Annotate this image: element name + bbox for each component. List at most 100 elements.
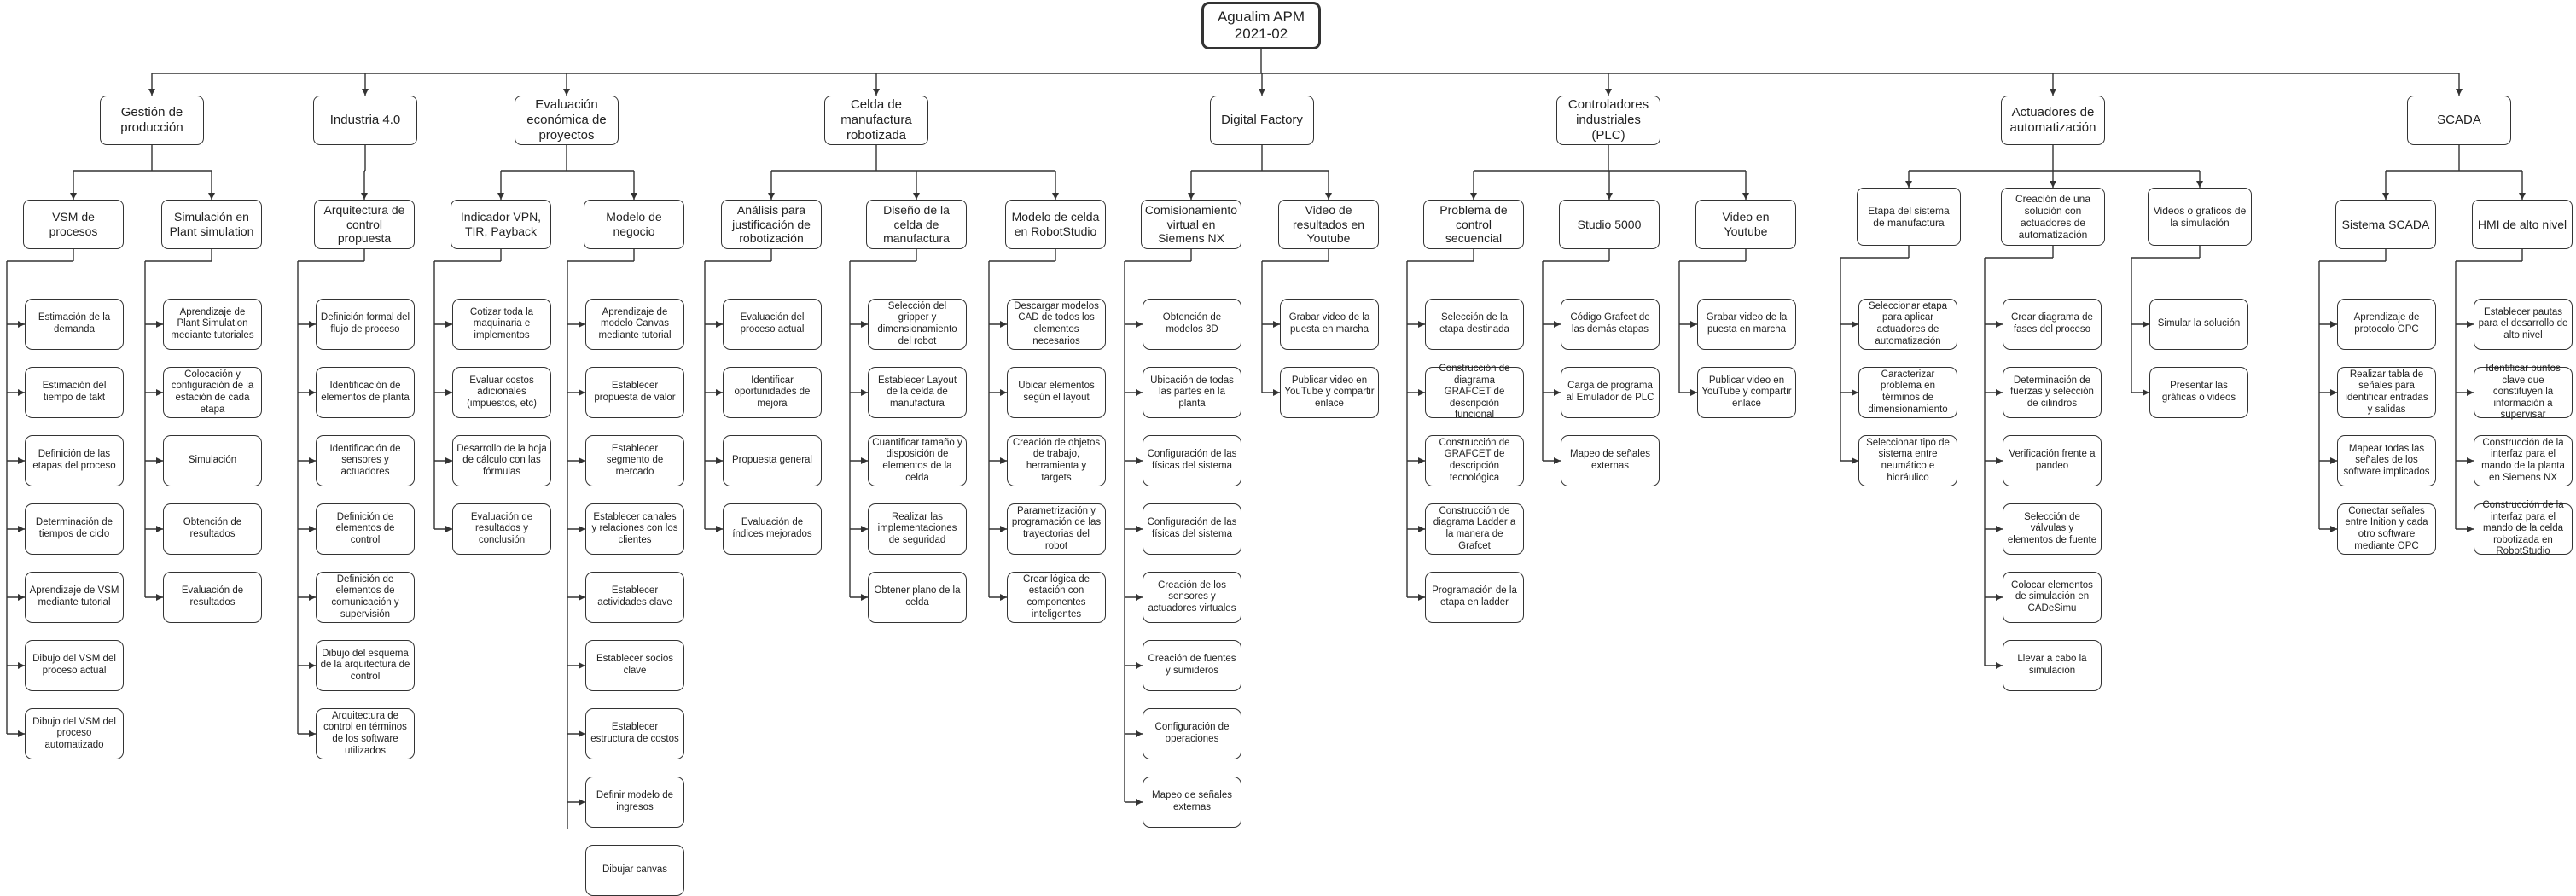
- wbs-diagram: Agualim APM 2021-02 Gestión de producció…: [6, 2, 2573, 896]
- task-item: Crear diagrama de fases del proceso: [2003, 299, 2102, 350]
- task-item: Ubicación de todas las partes en la plan…: [1143, 367, 1241, 418]
- arrow-head: [2456, 89, 2463, 96]
- arrow-head: [579, 526, 585, 532]
- task-item: Obtener plano de la celda: [868, 572, 967, 623]
- task-item: Simular la solución: [2149, 299, 2248, 350]
- task-item: Mapeo de señales externas: [1143, 777, 1241, 828]
- arrow-head: [309, 662, 316, 669]
- arrow-head: [1554, 457, 1561, 464]
- task-item: Carga de programa al Emulador de PLC: [1561, 367, 1660, 418]
- arrow-head: [579, 662, 585, 669]
- task-item: Definición formal del flujo de proceso: [316, 299, 415, 350]
- task-item: Cuantificar tamaño y disposición de elem…: [868, 435, 967, 486]
- task-item: Mapeo de señales externas: [1561, 435, 1660, 486]
- task-item: Grabar video de la puesta en marcha: [1280, 299, 1379, 350]
- arrow-head: [1418, 321, 1425, 328]
- branch-node: Celda de manufactura robotizada: [824, 96, 928, 145]
- task-item: Colocación y configuración de la estació…: [163, 367, 262, 418]
- arrow-head: [579, 457, 585, 464]
- arrow-head: [18, 526, 25, 532]
- arrow-head: [716, 389, 723, 396]
- branch-node: Evaluación económica de proyectos: [515, 96, 619, 145]
- arrow-head: [2467, 526, 2474, 532]
- arrow-head: [18, 594, 25, 601]
- task-item: Aprendizaje de VSM mediante tutorial: [25, 572, 124, 623]
- arrow-head: [1136, 730, 1143, 737]
- arrow-head: [1136, 389, 1143, 396]
- arrow-head: [156, 594, 163, 601]
- task-item: Realizar las implementaciones de segurid…: [868, 503, 967, 555]
- arrow-head: [579, 799, 585, 806]
- task-item: Establecer estructura de costos: [585, 708, 684, 759]
- task-item: Aprendizaje de Plant Simulation mediante…: [163, 299, 262, 350]
- arrow-head: [445, 389, 452, 396]
- arrow-head: [309, 389, 316, 396]
- arrow-head: [913, 193, 920, 200]
- arrow-head: [2050, 181, 2056, 188]
- arrow-head: [1136, 799, 1143, 806]
- arrow-head: [156, 389, 163, 396]
- arrow-head: [156, 457, 163, 464]
- arrow-head: [2050, 89, 2056, 96]
- arrow-head: [1418, 526, 1425, 532]
- arrow-head: [1852, 321, 1858, 328]
- arrow-head: [768, 193, 775, 200]
- arrow-head: [361, 193, 368, 200]
- arrow-head: [18, 730, 25, 737]
- arrow-head: [2330, 526, 2337, 532]
- arrow-head: [18, 457, 25, 464]
- sub-branch-node: Comisionamiento virtual en Siemens NX: [1141, 200, 1241, 249]
- arrow-head: [208, 193, 215, 200]
- branch-node: Actuadores de automatización: [2001, 96, 2105, 145]
- branch-node: Controladores industriales (PLC): [1556, 96, 1660, 145]
- arrow-head: [2196, 181, 2203, 188]
- arrow-head: [70, 193, 77, 200]
- task-item: Descargar modelos CAD de todos los eleme…: [1007, 299, 1106, 350]
- task-item: Establecer canales y relaciones con los …: [585, 503, 684, 555]
- task-item: Evaluación de índices mejorados: [723, 503, 822, 555]
- arrow-head: [497, 193, 504, 200]
- sub-branch-node: Sistema SCADA: [2335, 200, 2436, 249]
- arrow-head: [716, 321, 723, 328]
- arrow-head: [716, 526, 723, 532]
- branch-node: Digital Factory: [1210, 96, 1314, 145]
- task-item: Definición de elementos de comunicación …: [316, 572, 415, 623]
- task-item: Creación de fuentes y sumideros: [1143, 640, 1241, 691]
- arrow-head: [1852, 457, 1858, 464]
- arrow-head: [1136, 457, 1143, 464]
- task-item: Definición de elementos de control: [316, 503, 415, 555]
- sub-branch-node: Modelo de celda en RobotStudio: [1005, 200, 1106, 249]
- task-item: Construcción de diagrama GRAFCET de desc…: [1425, 364, 1524, 420]
- sub-branch-node: Diseño de la celda de manufactura: [866, 200, 967, 249]
- task-item: Publicar video en YouTube y compartir en…: [1697, 367, 1796, 418]
- arrow-head: [631, 193, 637, 200]
- arrow-head: [18, 321, 25, 328]
- arrow-head: [2467, 321, 2474, 328]
- arrow-head: [873, 89, 880, 96]
- task-item: Definir modelo de ingresos: [585, 777, 684, 828]
- task-item: Identificación de elementos de planta: [316, 367, 415, 418]
- task-item: Programación de la etapa en ladder: [1425, 572, 1524, 623]
- sub-branch-node: Etapa del sistema de manufactura: [1857, 188, 1961, 246]
- arrow-head: [18, 389, 25, 396]
- arrow-head: [1273, 321, 1280, 328]
- task-item: Selección de válvulas y elementos de fue…: [2003, 503, 2102, 555]
- task-item: Dibujar canvas: [585, 845, 684, 896]
- arrow-head: [1000, 526, 1007, 532]
- task-item: Establecer segmento de mercado: [585, 435, 684, 486]
- arrow-head: [1852, 389, 1858, 396]
- task-item: Establecer Layout de la celda de manufac…: [868, 367, 967, 418]
- task-item: Identificar puntos clave que constituyen…: [2474, 364, 2573, 420]
- arrow-head: [579, 730, 585, 737]
- arrow-head: [18, 662, 25, 669]
- task-item: Estimación de la demanda: [25, 299, 124, 350]
- task-item: Ubicar elementos según el layout: [1007, 367, 1106, 418]
- task-item: Establecer propuesta de valor: [585, 367, 684, 418]
- arrow-head: [445, 526, 452, 532]
- arrow-head: [2143, 321, 2149, 328]
- task-item: Construcción de la interfaz para el mand…: [2474, 500, 2573, 556]
- sub-branch-node: Modelo de negocio: [584, 200, 684, 249]
- task-item: Definición de las etapas del proceso: [25, 435, 124, 486]
- arrow-head: [861, 526, 868, 532]
- arrow-head: [362, 89, 369, 96]
